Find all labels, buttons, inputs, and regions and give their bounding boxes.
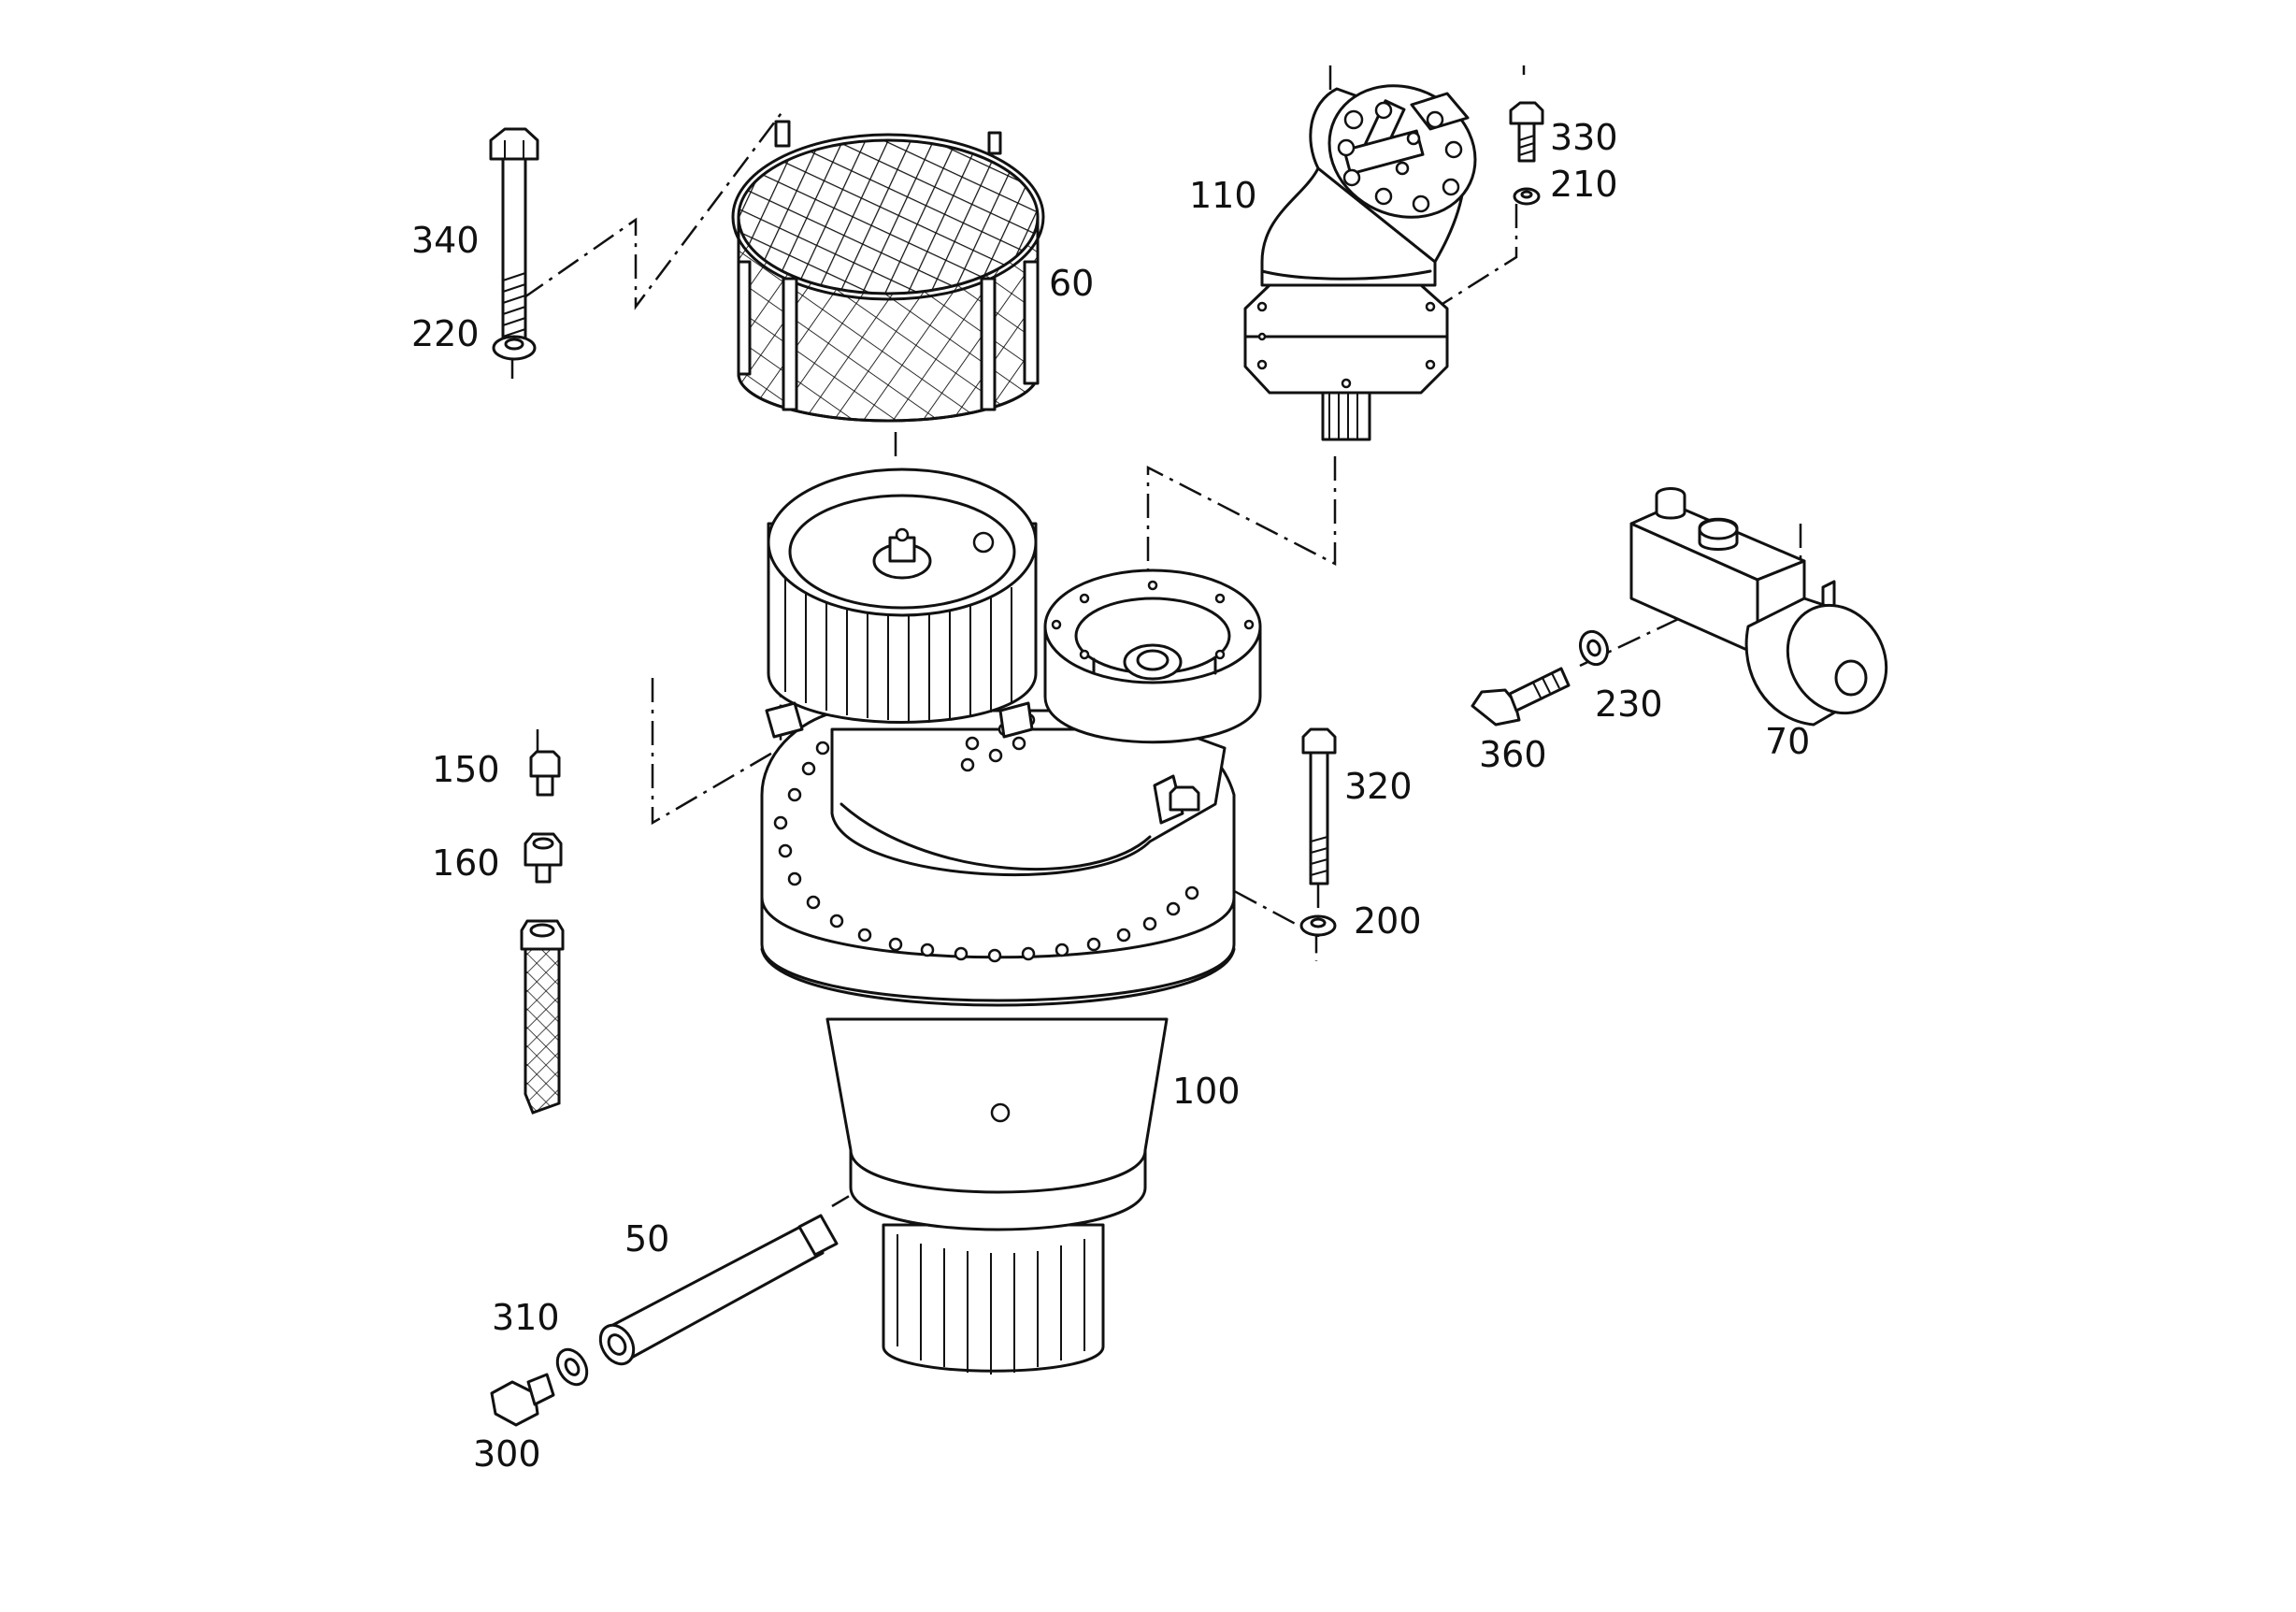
bolt-330 [1509,101,1544,163]
label-100: 100 [1172,1071,1241,1112]
washer-230 [1578,629,1610,667]
label-300: 300 [473,1433,541,1475]
label-310: 310 [492,1297,560,1338]
tube-50 [598,1214,839,1366]
label-110: 110 [1189,175,1257,216]
hydraulic-motor-110 [1243,84,1477,441]
washer-310 [555,1347,589,1387]
nut-160 [524,832,563,884]
washer-200 [1299,914,1337,937]
label-60: 60 [1049,263,1094,304]
washer-210 [1513,187,1541,206]
bolt-360 [1471,667,1571,727]
washer-220 [492,335,537,361]
gearbox-housing-100 [760,468,1262,1375]
label-70: 70 [1765,721,1810,762]
label-360: 360 [1479,734,1547,775]
part-number-labels: 340 220 60 110 330 210 150 160 320 200 2… [411,117,1810,1475]
label-340: 340 [411,220,480,261]
label-200: 200 [1354,900,1422,942]
label-210: 210 [1550,164,1618,205]
flange-bolt-holes [773,741,1199,963]
label-50: 50 [624,1218,669,1259]
valve-70 [1629,487,1888,727]
plug-300 [490,1373,555,1427]
strainer-basket-60 [731,120,1045,423]
label-230: 230 [1595,684,1663,725]
label-150: 150 [432,749,500,790]
bolt-320 [1301,727,1337,885]
label-320: 320 [1344,766,1413,807]
label-220: 220 [411,313,480,354]
fitting-150 [529,750,561,797]
label-160: 160 [432,842,500,884]
bolt-340 [489,127,539,348]
hose-strainer [520,919,565,1115]
label-330: 330 [1550,117,1618,158]
